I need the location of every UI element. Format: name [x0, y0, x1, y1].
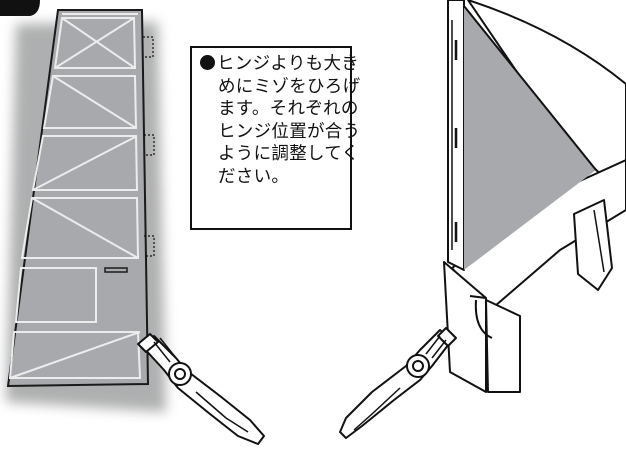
hinge-marker-top	[143, 36, 154, 58]
hobby-knife-icon	[339, 327, 457, 439]
hobby-knife-icon	[137, 333, 265, 445]
note-line-6: ださい。	[218, 166, 290, 187]
note-line-3: ます。それぞれの	[218, 99, 359, 119]
bullet-icon	[200, 55, 215, 70]
note-line-4: ヒンジ位置が合う	[218, 121, 361, 142]
instruction-note: ヒンジよりも大き めにミゾをひろげ ます。それぞれの ヒンジ位置が合う ように調…	[190, 46, 361, 230]
upright-panel	[447, 0, 597, 271]
note-line-5: ように調整してく	[218, 144, 360, 164]
black-tab-icon	[0, 0, 40, 16]
hinge-marker-bottom	[144, 235, 155, 257]
stand-assembly	[443, 0, 626, 393]
hinge-marker-middle	[144, 134, 155, 156]
note-line-1: ヒンジよりも大き	[200, 53, 359, 76]
note-line-2: めにミゾをひろげ	[218, 76, 361, 97]
wing-panel	[6, 9, 150, 388]
